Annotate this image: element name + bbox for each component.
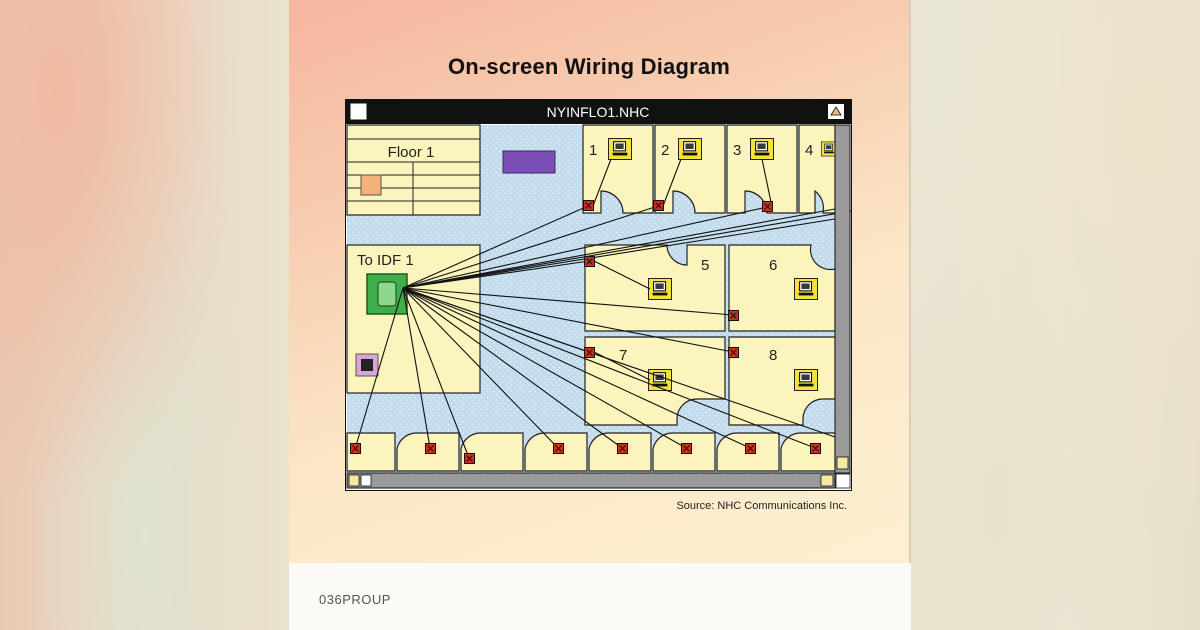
floor-label: Floor 1	[388, 144, 435, 161]
outlet-icon[interactable]	[653, 200, 664, 211]
cable-runs	[354, 158, 852, 459]
orange-square-icon	[360, 174, 382, 196]
outlet-icon[interactable]	[762, 201, 773, 212]
office-number-3: 3	[733, 142, 741, 159]
outlet-icon[interactable]	[425, 443, 436, 454]
outlet-icon[interactable]	[584, 347, 595, 358]
triangle-up-icon	[830, 106, 842, 116]
office-number-4: 4	[805, 142, 813, 159]
background-left	[0, 0, 290, 630]
office-number-6: 6	[769, 257, 777, 274]
computer-icon[interactable]	[794, 369, 818, 391]
figure-title: On-screen Wiring Diagram	[447, 54, 731, 79]
idf-label: To IDF 1	[357, 252, 414, 269]
image-caption: 036PROUP	[319, 592, 391, 607]
outlet-icon[interactable]	[728, 347, 739, 358]
idf-switch-icon	[377, 281, 397, 307]
outlet-icon[interactable]	[810, 443, 821, 454]
vertical-scrollbar[interactable]	[834, 124, 851, 474]
article-card: On-screen Wiring Diagram	[289, 0, 911, 630]
scroll-left-arrow-icon[interactable]	[348, 474, 360, 487]
computer-icon[interactable]	[608, 138, 632, 160]
wiring-diagram-window: NYINFLO1.NHC Floor 1	[345, 99, 852, 491]
office-number-2: 2	[661, 142, 669, 159]
outlet-icon[interactable]	[681, 443, 692, 454]
floor-label-room	[346, 124, 481, 216]
computer-icon[interactable]	[750, 138, 774, 160]
office-number-1: 1	[589, 142, 597, 159]
figure-source: Source: NHC Communications Inc.	[676, 500, 847, 512]
outlet-icon[interactable]	[583, 200, 594, 211]
title-bar[interactable]	[345, 99, 852, 124]
horizontal-scrollbar[interactable]	[346, 472, 836, 489]
scroll-right-arrow-icon[interactable]	[820, 474, 834, 487]
device-core-icon	[361, 359, 373, 371]
outlet-icon[interactable]	[464, 453, 475, 464]
resize-handle-icon[interactable]	[835, 473, 851, 489]
computer-icon[interactable]	[821, 141, 837, 157]
outlet-icon[interactable]	[553, 443, 564, 454]
computer-icon[interactable]	[794, 278, 818, 300]
office-number-5: 5	[701, 257, 709, 274]
outlet-icon[interactable]	[350, 443, 361, 454]
computer-icon[interactable]	[678, 138, 702, 160]
scroll-thumb[interactable]	[360, 474, 372, 487]
figure-panel: On-screen Wiring Diagram	[289, 0, 911, 563]
outlet-icon[interactable]	[617, 443, 628, 454]
office-number-7: 7	[619, 347, 627, 364]
outlet-icon[interactable]	[584, 256, 595, 267]
outlet-icon[interactable]	[745, 443, 756, 454]
close-box-icon[interactable]	[350, 103, 367, 120]
office-number-8: 8	[769, 347, 777, 364]
background-right	[910, 0, 1200, 630]
purple-equipment-block	[502, 150, 556, 174]
outlet-icon[interactable]	[728, 310, 739, 321]
scroll-down-arrow-icon[interactable]	[836, 456, 849, 470]
window-title: NYINFLO1.NHC	[547, 104, 650, 120]
computer-icon[interactable]	[648, 278, 672, 300]
